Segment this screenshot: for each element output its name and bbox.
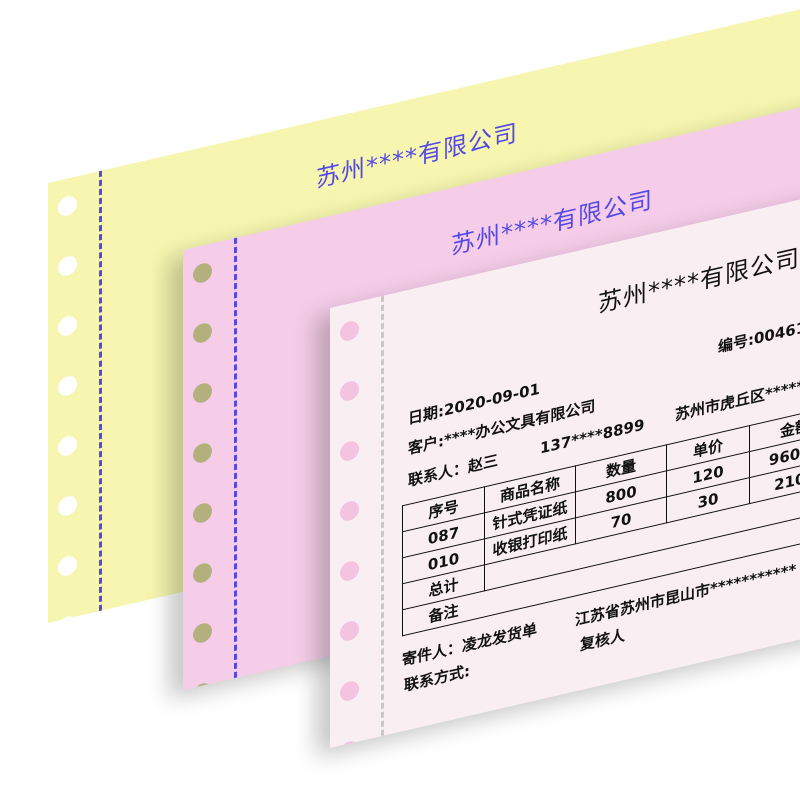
tractor-hole xyxy=(340,619,359,643)
serial-number: 编号:004617 xyxy=(718,315,800,357)
tractor-hole xyxy=(193,561,212,585)
tractor-hole xyxy=(58,314,77,338)
tractor-hole xyxy=(58,554,77,578)
tractor-hole xyxy=(193,681,212,690)
tractor-hole xyxy=(340,499,359,523)
perforation-line xyxy=(381,295,384,737)
tractor-hole xyxy=(193,261,212,285)
tractor-hole xyxy=(193,501,212,525)
tractor-hole xyxy=(58,374,77,398)
tractor-hole xyxy=(58,254,77,278)
tractor-hole xyxy=(340,679,359,703)
tractor-hole xyxy=(340,379,359,403)
tractor-hole xyxy=(58,614,77,623)
tractor-hole xyxy=(193,321,212,345)
tractor-hole xyxy=(340,559,359,583)
tractor-hole xyxy=(193,621,212,645)
perforation-line xyxy=(234,237,237,679)
tractor-hole xyxy=(193,381,212,405)
reviewer: 复核人 xyxy=(580,625,626,655)
tractor-hole xyxy=(340,319,359,343)
tractor-hole xyxy=(340,439,359,463)
tractor-hole xyxy=(58,494,77,518)
tractor-hole xyxy=(58,434,77,458)
tractor-hole xyxy=(58,194,77,218)
tractor-hole xyxy=(340,739,359,748)
tractor-hole xyxy=(193,441,212,465)
perforation-line xyxy=(99,170,102,612)
company-title: 苏州****有限公司 xyxy=(598,243,800,319)
